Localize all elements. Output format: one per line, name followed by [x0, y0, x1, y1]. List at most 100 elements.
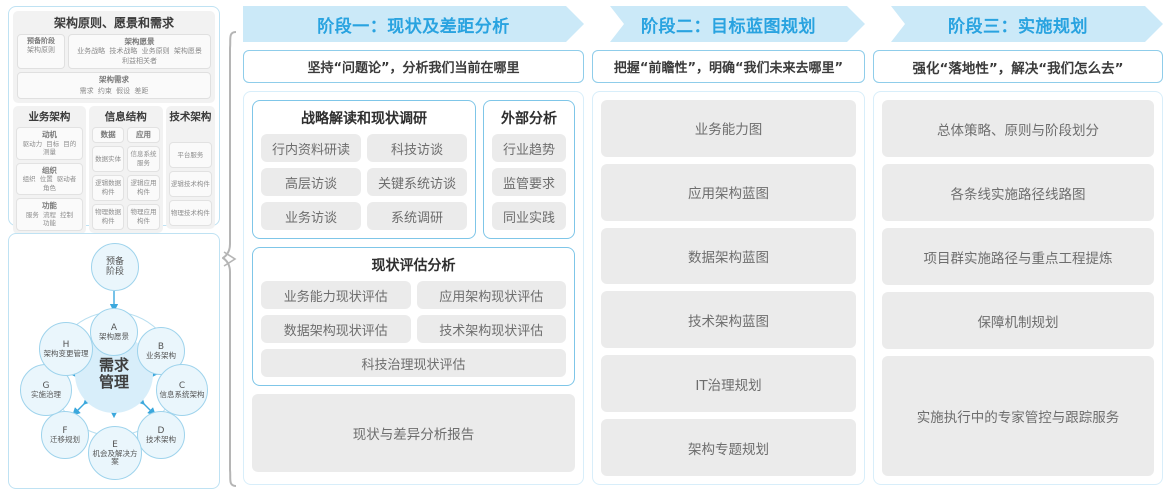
framework-vision-box: 架构愿景 业务战略 技术战略 业务原则 架构愿景 利益相关者	[68, 34, 211, 69]
assessment-item[interactable]: 业务能力现状评估	[261, 281, 411, 309]
adm-node-c: C 信息系统架构	[156, 364, 208, 416]
cell-head: 动机	[41, 130, 57, 140]
strategy-item[interactable]: 行内资料研读	[261, 134, 361, 162]
framework-prep-head: 预备阶段	[27, 37, 55, 45]
phase-2-item[interactable]: 数据架构蓝图	[601, 227, 856, 285]
phase-columns: 阶段一：现状及差距分析 坚持“问题论”，分析我们当前在哪里 战略解读和现状调研 …	[243, 6, 1163, 493]
phase-1-banner-wrap: 阶段一：现状及差距分析	[243, 6, 584, 42]
strategy-item[interactable]: 系统调研	[367, 202, 467, 230]
assessment-item[interactable]: 技术架构现状评估	[416, 315, 566, 343]
framework-cell: 逻辑应用构件	[127, 174, 160, 201]
phase-3-subtitle: 强化“落地性”，解决“我们怎么去”	[873, 50, 1163, 83]
cell-item: 流程	[42, 211, 56, 220]
phase-2-banner-text: 阶段二：目标蓝图规划	[641, 16, 816, 37]
info-subcolumn-data: 数据 数据实体 逻辑数据构件 物理数据构件	[91, 127, 125, 230]
cell-head: 数据	[100, 130, 116, 140]
adm-cycle-diagram: 需求 管理 预备 阶段 A 架构愿景 B 业务架构 C 信息系统架构	[8, 233, 220, 489]
adm-node-letter: B	[157, 341, 165, 352]
adm-node-label: 信息系统架构	[159, 389, 205, 399]
phase-2: 阶段二：目标蓝图规划 把握“前瞻性”，明确“我们未来去哪里” 业务能力图 应用架…	[592, 6, 865, 493]
phase-1-top-split: 战略解读和现状调研 行内资料研读 科技访谈 高层访谈 关键系统访谈 业务访谈 系…	[252, 100, 575, 239]
adm-node-label: 迁移规划	[50, 434, 80, 444]
cell-item: 控制	[60, 211, 74, 220]
framework-section-title: 架构原则、愿景和需求	[53, 16, 174, 30]
external-item[interactable]: 行业趋势	[492, 134, 566, 162]
strategy-item[interactable]: 科技访谈	[367, 134, 467, 162]
adm-center-line1: 需求	[98, 355, 129, 374]
framework-architecture-columns: 业务架构 动机 驱动力 目标 目的 测量 组织 组织	[13, 106, 215, 234]
adm-node-letter: E	[112, 439, 118, 450]
phase-2-item[interactable]: IT治理规划	[601, 355, 856, 413]
adm-node-label: 架构愿景	[99, 331, 129, 341]
assessment-item-wide[interactable]: 科技治理现状评估	[261, 349, 566, 377]
framework-req-items: 需求 约束 假设 差距	[79, 87, 150, 95]
external-item[interactable]: 监管要求	[492, 168, 566, 196]
framework-cell: 信息系统服务	[127, 145, 160, 172]
phase-3-item[interactable]: 项目群实施路径与重点工程提炼	[882, 228, 1154, 286]
assessment-item[interactable]: 应用架构现状评估	[416, 281, 566, 309]
adm-node-label: 技术架构	[146, 434, 176, 444]
framework-cell: 逻辑技术构件	[168, 171, 212, 198]
strategy-item[interactable]: 高层访谈	[261, 168, 361, 196]
cell-item: 角色	[42, 183, 56, 192]
strategy-item[interactable]: 关键系统访谈	[367, 168, 467, 196]
framework-cell: 应用	[127, 127, 160, 143]
column-head: 业务架构	[28, 111, 71, 124]
framework-req-head: 架构需求	[99, 75, 129, 84]
framework-cell: 逻辑数据构件	[91, 174, 125, 201]
brace-connector	[222, 31, 237, 487]
phase-1-report[interactable]: 现状与差异分析报告	[252, 394, 575, 472]
vision-item: 利益相关者	[122, 56, 157, 65]
strategy-item[interactable]: 业务访谈	[261, 202, 361, 230]
phase-3-item[interactable]: 总体策略、原则与阶段划分	[882, 100, 1154, 158]
assessment-title: 现状评估分析	[371, 258, 456, 274]
phase-2-item[interactable]: 业务能力图	[601, 100, 856, 157]
phase-2-item[interactable]: 应用架构蓝图	[601, 163, 856, 221]
strategy-research-box: 战略解读和现状调研 行内资料研读 科技访谈 高层访谈 关键系统访谈 业务访谈 系…	[252, 100, 476, 239]
framework-cell: 平台服务	[168, 142, 212, 169]
phase-3-body: 总体策略、原则与阶段划分 各条线实施路径线路图 项目群实施路径与重点工程提炼 保…	[873, 91, 1163, 485]
cell-items: 组织 位置 驱动者 角色	[22, 175, 78, 191]
phase-3-item[interactable]: 各条线实施路径线路图	[882, 164, 1154, 222]
framework-cell: 组织 组织 位置 驱动者 角色	[16, 162, 83, 196]
info-subcolumn-application: 应用 信息系统服务 逻辑应用构件 物理应用构件	[127, 127, 160, 230]
cell-item: 组织	[22, 175, 36, 184]
cell-head: 应用	[136, 130, 152, 140]
adm-node-letter: A	[110, 322, 118, 333]
adm-node-letter: F	[62, 425, 68, 436]
cell-item: 目标	[46, 139, 60, 148]
phase-3-item[interactable]: 保障机制规划	[882, 292, 1154, 350]
cell-head: 组织	[41, 165, 57, 175]
strategy-research-items: 行内资料研读 科技访谈 高层访谈 关键系统访谈 业务访谈 系统调研	[261, 134, 467, 230]
phase-2-banner: 阶段二：目标蓝图规划	[592, 6, 865, 42]
adm-node-letter: G	[42, 380, 50, 391]
external-item[interactable]: 同业实践	[492, 202, 566, 230]
phase-1-banner: 阶段一：现状及差距分析	[243, 6, 584, 42]
cell-items: 驱动力 目标 目的 测量	[22, 140, 78, 156]
adm-node-d: D 技术架构	[137, 411, 185, 459]
framework-prep-body: 架构原则	[27, 46, 55, 55]
adm-prep-line1: 预备	[105, 256, 124, 267]
phase-2-item[interactable]: 技术架构蓝图	[601, 291, 856, 349]
phase-3-item[interactable]: 实施执行中的专家管控与跟踪服务	[882, 356, 1154, 476]
req-item: 需求	[79, 86, 94, 95]
cell-items: 服务 流程 控制 功能	[25, 211, 74, 227]
framework-vision-head: 架构愿景	[124, 37, 155, 46]
phase-1-body: 战略解读和现状调研 行内资料研读 科技访谈 高层访谈 关键系统访谈 业务访谈 系…	[243, 91, 584, 485]
framework-cell: 物理技术构件	[168, 200, 212, 227]
phase-2-item[interactable]: 架构专题规划	[601, 419, 856, 476]
phase-2-subtitle: 把握“前瞻性”，明确“我们未来去哪里”	[592, 50, 865, 83]
cell-item: 测量	[42, 148, 56, 157]
external-analysis-box: 外部分析 行业趋势 监管要求 同业实践	[483, 100, 575, 239]
adm-node-a: A 架构愿景	[90, 308, 138, 356]
cell-head: 功能	[41, 201, 57, 211]
phase-3-banner-text: 阶段三：实施规划	[948, 16, 1088, 37]
cell-item: 目的	[63, 139, 77, 148]
adm-node-letter: C	[178, 380, 186, 391]
assessment-item[interactable]: 数据架构现状评估	[261, 315, 411, 343]
adm-node-label: 架构变更管理	[43, 348, 89, 358]
framework-cell: 数据实体	[91, 145, 125, 172]
adm-node-letter: D	[157, 425, 165, 436]
req-item: 约束	[97, 86, 112, 95]
cell-item: 功能	[42, 219, 56, 228]
